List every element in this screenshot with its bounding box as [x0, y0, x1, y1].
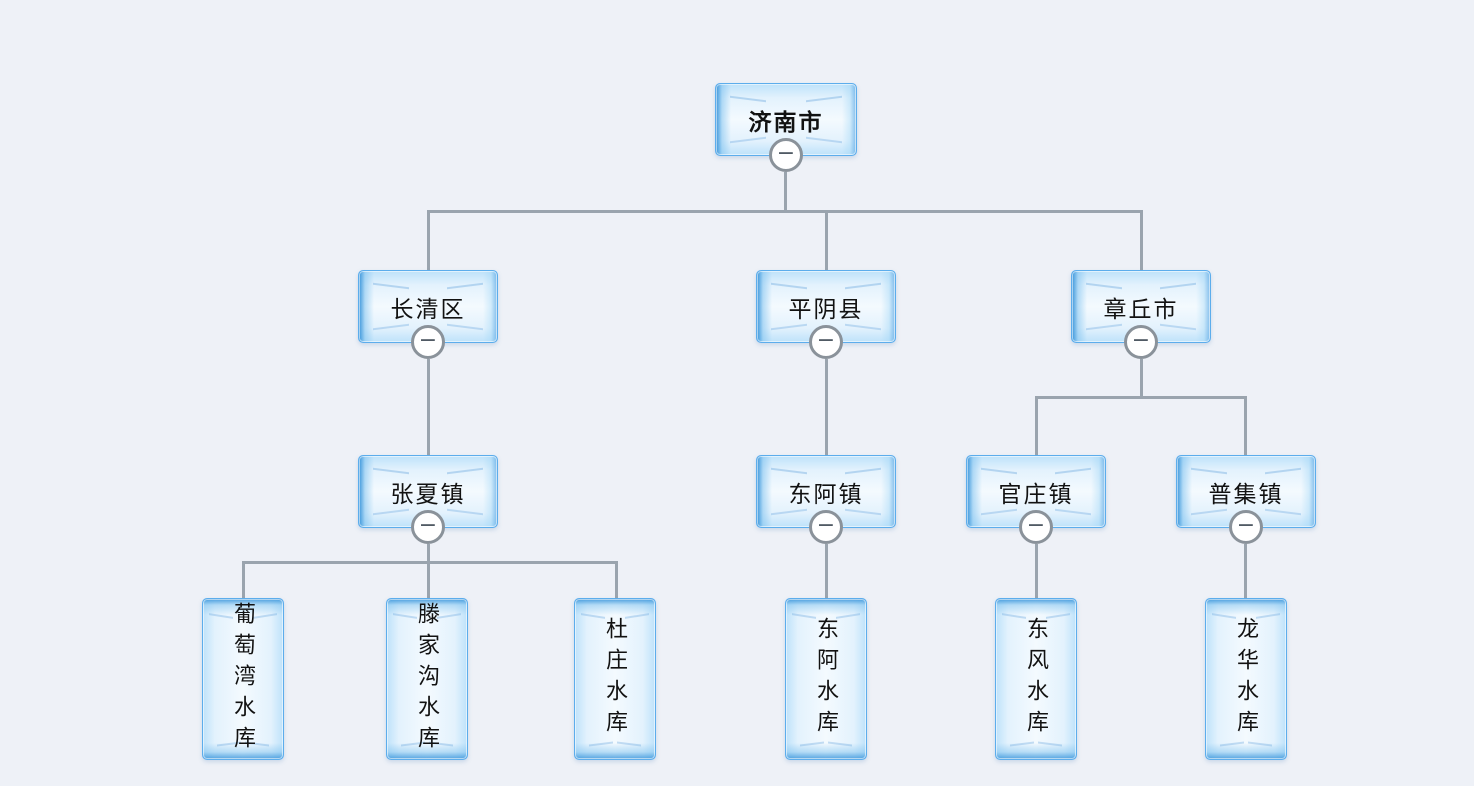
collapse-button[interactable]: − — [769, 138, 803, 172]
tree-node-longhua-reservoir[interactable]: 龙华水库 — [1205, 598, 1287, 760]
tree-node-tengjiagou-reservoir[interactable]: 滕家沟水库 — [386, 598, 468, 760]
connector-line — [242, 561, 245, 598]
tree-node-donge-town[interactable]: 东阿镇 − — [756, 455, 896, 544]
node-label: 葡萄湾水库 — [231, 601, 256, 757]
connector-line — [1140, 359, 1143, 398]
minus-icon: − — [816, 328, 836, 353]
tree-node-puji[interactable]: 普集镇 − — [1176, 455, 1316, 544]
collapse-button[interactable]: − — [1124, 325, 1158, 359]
tree-node-pingyin[interactable]: 平阴县 − — [756, 270, 896, 359]
connector-line — [1140, 210, 1143, 270]
tree-node-guanzhuang[interactable]: 官庄镇 − — [966, 455, 1106, 544]
tree-node-zhangqiu[interactable]: 章丘市 − — [1071, 270, 1211, 359]
connector-line — [1244, 544, 1247, 598]
minus-icon: − — [1131, 328, 1151, 353]
connector-line — [825, 359, 828, 455]
node-label: 张夏镇 — [390, 480, 466, 507]
minus-icon: − — [816, 513, 836, 538]
collapse-button[interactable]: − — [809, 510, 843, 544]
tree-node-changqing[interactable]: 长清区 − — [358, 270, 498, 359]
minus-icon: − — [1026, 513, 1046, 538]
node-label: 官庄镇 — [998, 480, 1074, 507]
collapse-button[interactable]: − — [411, 510, 445, 544]
minus-icon: − — [1236, 513, 1256, 538]
tree-node-putaowan-reservoir[interactable]: 葡萄湾水库 — [202, 598, 284, 760]
collapse-button[interactable]: − — [1229, 510, 1263, 544]
connector-line — [1035, 396, 1038, 455]
connector-line — [825, 210, 828, 270]
connector-line — [427, 544, 430, 563]
collapse-button[interactable]: − — [809, 325, 843, 359]
node-label: 杜庄水库 — [603, 617, 628, 741]
tree-node-zhangxia[interactable]: 张夏镇 − — [358, 455, 498, 544]
node-label: 济南市 — [748, 108, 824, 135]
minus-icon: − — [776, 141, 796, 166]
connector-line — [427, 561, 430, 598]
connector-line — [615, 561, 618, 598]
node-label: 普集镇 — [1208, 480, 1284, 507]
connector-line — [427, 359, 430, 455]
node-label: 龙华水库 — [1234, 617, 1259, 741]
node-label: 长清区 — [390, 295, 466, 322]
minus-icon: − — [418, 513, 438, 538]
node-label: 滕家沟水库 — [415, 601, 440, 757]
collapse-button[interactable]: − — [411, 325, 445, 359]
tree-node-jinan[interactable]: 济南市 − — [715, 83, 857, 172]
tree-node-duzhuang-reservoir[interactable]: 杜庄水库 — [574, 598, 656, 760]
tree-node-dongfeng-reservoir[interactable]: 东风水库 — [995, 598, 1077, 760]
connector-line — [825, 544, 828, 598]
tree-node-donge-reservoir[interactable]: 东阿水库 — [785, 598, 867, 760]
connector-line — [427, 210, 1143, 213]
node-label: 章丘市 — [1103, 295, 1179, 322]
connector-line — [427, 210, 430, 270]
node-label: 东阿水库 — [814, 617, 839, 741]
connector-line — [242, 561, 618, 564]
node-label: 平阴县 — [788, 295, 864, 322]
minus-icon: − — [418, 328, 438, 353]
node-label: 东风水库 — [1024, 617, 1049, 741]
collapse-button[interactable]: − — [1019, 510, 1053, 544]
connector-line — [1035, 544, 1038, 598]
node-label: 东阿镇 — [788, 480, 864, 507]
connector-line — [1244, 396, 1247, 455]
connector-line — [784, 172, 787, 213]
connector-line — [1035, 396, 1247, 399]
